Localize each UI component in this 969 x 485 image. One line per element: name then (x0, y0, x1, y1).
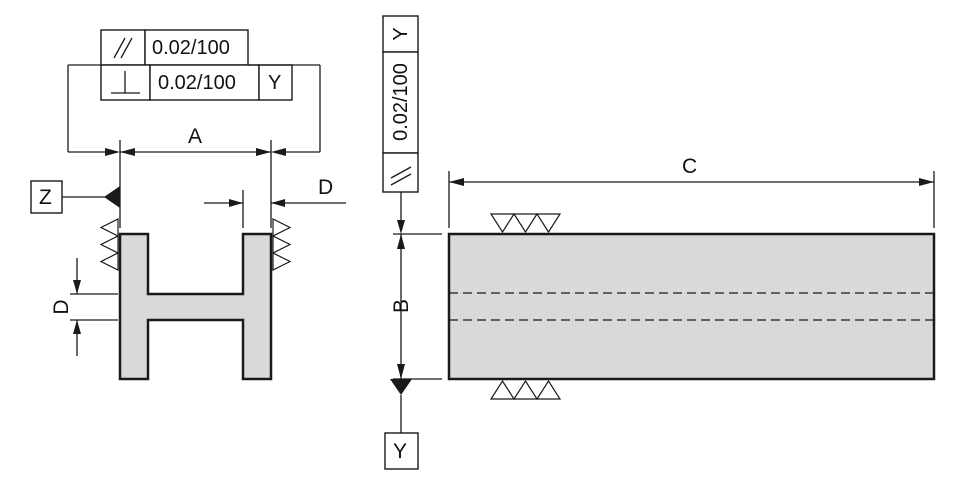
datum-z: Z (30, 180, 120, 214)
dimension-d-flange: D (204, 176, 346, 228)
support-bottom-icon (489, 379, 562, 400)
fcf-top: 0.02/100 0.02/100 Y (100, 29, 293, 101)
side-view-body (447, 232, 936, 381)
fcf-vertical-datum: Y (390, 27, 412, 40)
datum-y-triangle-icon (390, 379, 412, 395)
side-view (447, 232, 936, 381)
parallel-symbol-icon-vertical (390, 166, 412, 186)
datum-z-label: Z (39, 186, 52, 209)
datum-y: Y (384, 379, 419, 470)
support-right-icon (272, 218, 292, 271)
dimension-a: A (105, 125, 286, 228)
fcf-perp-value: 0.02/100 (158, 72, 236, 94)
dimension-c: C (448, 155, 935, 228)
dimension-d-flange-label: D (318, 176, 333, 199)
dimension-d-web-label: D (50, 299, 73, 314)
support-left-icon (99, 218, 119, 271)
dimension-c-label: C (682, 155, 697, 178)
dimension-a-label: A (188, 125, 202, 148)
datum-z-triangle-icon (104, 186, 120, 208)
dimension-b-label: B (390, 299, 413, 313)
support-top-icon (489, 213, 562, 234)
fcf-perp-datum: Y (268, 72, 281, 94)
fcf-leaders (67, 64, 321, 153)
perpendicular-symbol-icon (111, 71, 140, 94)
fcf-vertical-value: 0.02/100 (390, 63, 412, 141)
h-section-view (118, 232, 273, 381)
fcf-parallel-value: 0.02/100 (152, 37, 230, 59)
h-section-shape (118, 232, 273, 381)
dimension-d-web: D (50, 258, 118, 356)
dimension-b: B (390, 233, 442, 380)
fcf-vertical: Y 0.02/100 (382, 15, 419, 234)
parallel-symbol-icon (113, 37, 126, 59)
datum-y-label: Y (393, 440, 407, 463)
